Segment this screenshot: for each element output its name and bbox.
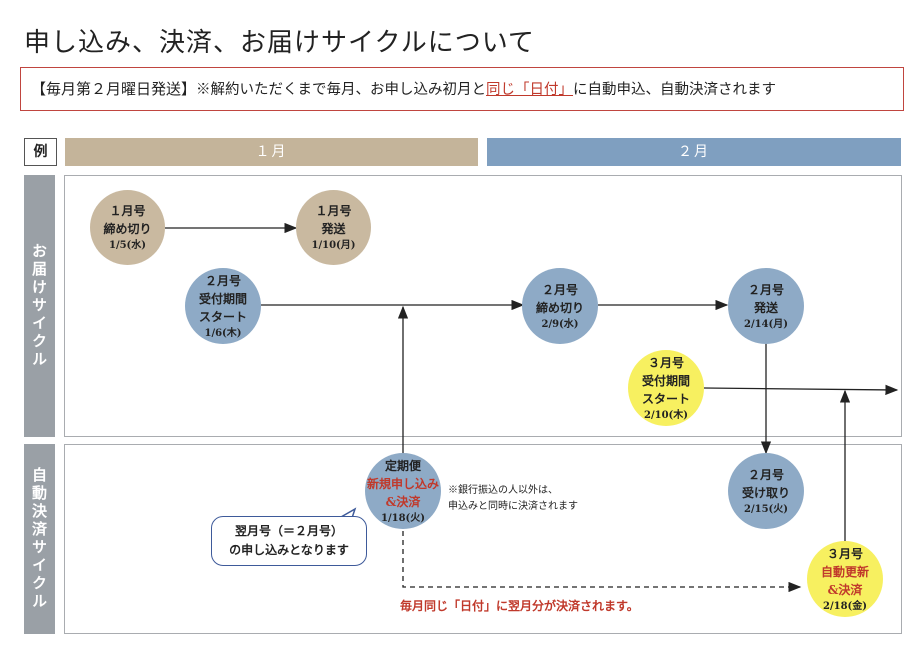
node-jan-deadline: １月号 締め切り 1/5(水) [90,190,165,265]
node-feb-receipt-l2: 受け取り [741,485,790,500]
month-header-1: １月 [65,138,478,166]
delivery-cycle-label: お届けサイクル [24,175,55,437]
node-feb-deadline: ２月号 締め切り 2/9(水) [522,268,598,344]
node-mar-acceptance-l1: ３月号 [647,355,684,370]
node-jan-shipping: １月号 発送 1/10(月) [296,190,371,265]
page-title: 申し込み、決済、お届けサイクルについて [24,28,535,58]
node-jan-deadline-date: 1/5(水) [108,240,147,251]
node-mar-renewal-l1: ３月号 [826,546,863,561]
node-mar-renewal-l3: &決済 [827,582,863,597]
node-jan-deadline-l1: １月号 [109,204,146,218]
node-feb-deadline-date: 2/9(水) [541,318,579,330]
bank-transfer-note: ※銀行振込の人以外は、 申込みと同時に決済されます [448,483,578,515]
bank-note-line-1: ※銀行振込の人以外は、 [448,485,558,496]
arrow-n6-right [703,384,899,396]
month-header-2: ２月 [487,138,901,166]
dashed-path-monthly [402,522,802,593]
node-jan-deadline-l2: 締め切り [103,222,152,236]
payment-cycle-label: 自動決済サイクル [24,444,55,634]
notice-box: 【毎月第２月曜日発送】※解約いただくまで毎月、お申し込み初月と同じ「日付」に自動… [20,67,904,111]
next-month-bubble: 翌月号（＝２月号） の申し込みとなります [211,516,367,566]
node-feb-receipt: ２月号 受け取り 2/15(火) [728,453,804,529]
notice-text-after: に自動申込、自動決済されます [573,82,777,98]
notice-tag: 【毎月第２月曜日発送】 [31,80,197,98]
node-feb-acceptance-date: 1/6(木) [204,327,242,339]
node-jan-shipping-date: 1/10(月) [311,240,356,251]
node-feb-receipt-date: 2/15(火) [744,503,788,515]
node-mar-renewal-date: 2/18(金) [823,600,867,612]
node-mar-auto-renewal: ３月号 自動更新 &決済 2/18(金) [807,541,883,617]
notice-highlight: 同じ「日付」 [486,82,574,98]
bubble-line-1: 翌月号（＝２月号） [234,524,343,539]
node-signup-l1: 定期便 [384,458,421,473]
node-feb-acceptance-l3: スタート [198,309,247,324]
node-mar-renewal-l2: 自動更新 [820,564,869,579]
node-feb-receipt-l1: ２月号 [747,467,784,482]
node-feb-shipping-l2: 発送 [753,300,778,315]
bubble-line-2: の申し込みとなります [229,543,349,557]
bubble-tail [340,507,357,519]
node-signup-l3: &決済 [385,494,421,509]
node-signup-l2: 新規申し込み [366,476,439,491]
node-subscription-signup: 定期便 新規申し込み &決済 1/18(火) [365,453,441,529]
node-jan-shipping-l1: １月号 [315,204,352,218]
node-mar-acceptance-date: 2/10(木) [644,409,688,421]
node-feb-acceptance-l2: 受付期間 [198,291,247,306]
notice-text-before: ※解約いただくまで毎月、お申し込み初月と [196,82,487,98]
node-signup-date: 1/18(火) [381,512,425,524]
node-feb-deadline-l1: ２月号 [541,282,578,297]
node-jan-shipping-l2: 発送 [321,222,346,236]
node-feb-acceptance-start: ２月号 受付期間 スタート 1/6(木) [185,268,261,344]
node-mar-acceptance-l3: スタート [641,391,690,406]
bank-note-line-2: 申込みと同時に決済されます [448,501,578,512]
monthly-payment-note: 毎月同じ「日付」に翌月分が決済されます。 [400,599,639,613]
node-feb-shipping-date: 2/14(月) [744,318,788,330]
node-feb-shipping: ２月号 発送 2/14(月) [728,268,804,344]
node-feb-acceptance-l1: ２月号 [204,273,241,288]
node-mar-acceptance-l2: 受付期間 [641,373,690,388]
node-feb-shipping-l1: ２月号 [747,282,784,297]
node-feb-deadline-l2: 締め切り [535,300,584,315]
node-mar-acceptance-start: ３月号 受付期間 スタート 2/10(木) [628,350,704,426]
example-label: 例 [24,138,57,166]
